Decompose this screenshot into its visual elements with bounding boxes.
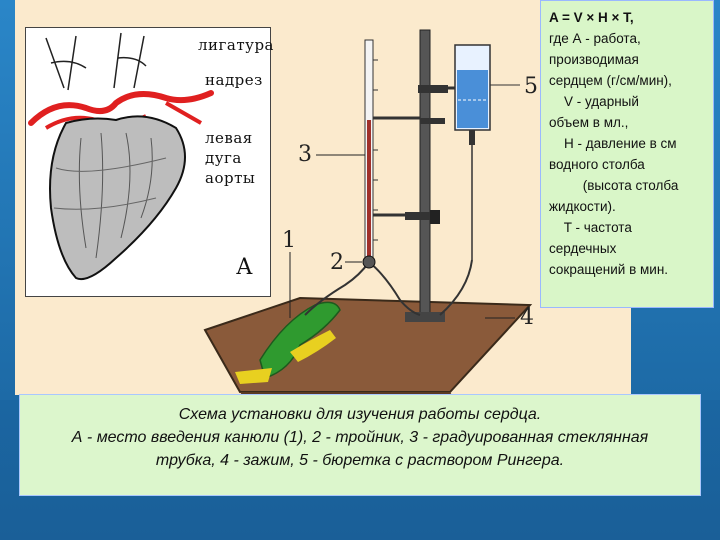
formula-line: T - частота [549, 220, 632, 235]
tee-connector [362, 255, 376, 269]
label-ligature: лигатура [198, 36, 274, 54]
formula-line: сокращений в мин. [549, 262, 669, 277]
label-number-1: 1 [282, 228, 296, 253]
formula-line: сердечных [549, 241, 617, 256]
formula-line: V - ударный [549, 94, 639, 109]
formula-line: где А - работа, [549, 31, 641, 46]
base-board [203, 296, 533, 393]
formula-line: A = V × H × T, [549, 10, 634, 25]
caption-line-2: А - место введения канюли (1), 2 - тройн… [71, 429, 649, 446]
formula-line: (высота столба [549, 178, 679, 193]
label-incision: надрез [205, 71, 263, 89]
formula-line: сердцем (г/см/мин), [549, 73, 672, 88]
label-number-4: 4 [520, 305, 534, 330]
label-letter-a: А [236, 255, 253, 280]
heart-drawing [28, 32, 214, 280]
stand-foot [405, 312, 445, 322]
caption-line-3: трубка, 4 - зажим, 5 - бюретка с раствор… [155, 452, 565, 469]
label-left-aortic-arch-2: дуга [205, 149, 242, 167]
label-number-5: 5 [524, 74, 538, 99]
figure-caption: Схема установки для изучения работы серд… [19, 394, 701, 496]
caption-line-1: Схема установки для изучения работы серд… [178, 406, 542, 423]
label-number-3: 3 [298, 142, 312, 167]
formula-box: A = V × H × T, где А - работа, производи… [540, 0, 714, 308]
label-left-aortic-arch-1: левая [205, 129, 253, 147]
formula-line: жидкости). [549, 199, 616, 214]
heart-figure [25, 27, 271, 297]
formula-line: производимая [549, 52, 639, 67]
formula-line: водного столба [549, 157, 645, 172]
frog-shape [259, 301, 341, 379]
label-left-aortic-arch-3: аорты [205, 169, 256, 187]
formula-line: H - давление в см [549, 136, 677, 151]
stand-pole [419, 29, 431, 321]
label-number-2: 2 [330, 250, 344, 275]
formula-line: объем в мл., [549, 115, 629, 130]
